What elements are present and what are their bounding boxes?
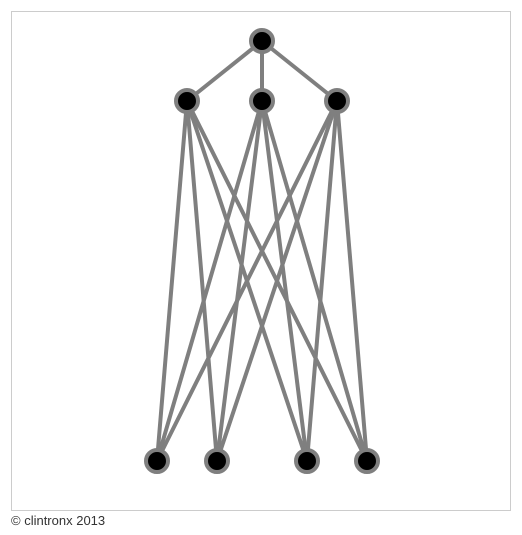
nodes-layer: [144, 28, 380, 474]
node-root: [249, 28, 275, 54]
credit-text: © clintronx 2013: [11, 513, 106, 528]
node-m2: [249, 88, 275, 114]
node-b2: [204, 448, 230, 474]
node-b4: [354, 448, 380, 474]
edge-m3-b2: [215, 100, 339, 462]
edge-root-m3: [260, 39, 339, 103]
edge-m2-b4: [260, 100, 369, 462]
edge-m1-b2: [185, 100, 219, 462]
edge-m2-b3: [260, 100, 309, 462]
edge-m3-b4: [335, 100, 369, 462]
edge-root-m1: [185, 39, 264, 103]
edges-layer: [155, 39, 369, 462]
node-m3: [324, 88, 350, 114]
edge-m2-b2: [215, 100, 264, 462]
node-m1: [174, 88, 200, 114]
edge-m2-b1: [155, 100, 264, 462]
edge-m3-b1: [155, 100, 339, 462]
node-b1: [144, 448, 170, 474]
node-b3: [294, 448, 320, 474]
edge-m1-b1: [155, 100, 189, 462]
edge-m3-b3: [305, 100, 339, 462]
